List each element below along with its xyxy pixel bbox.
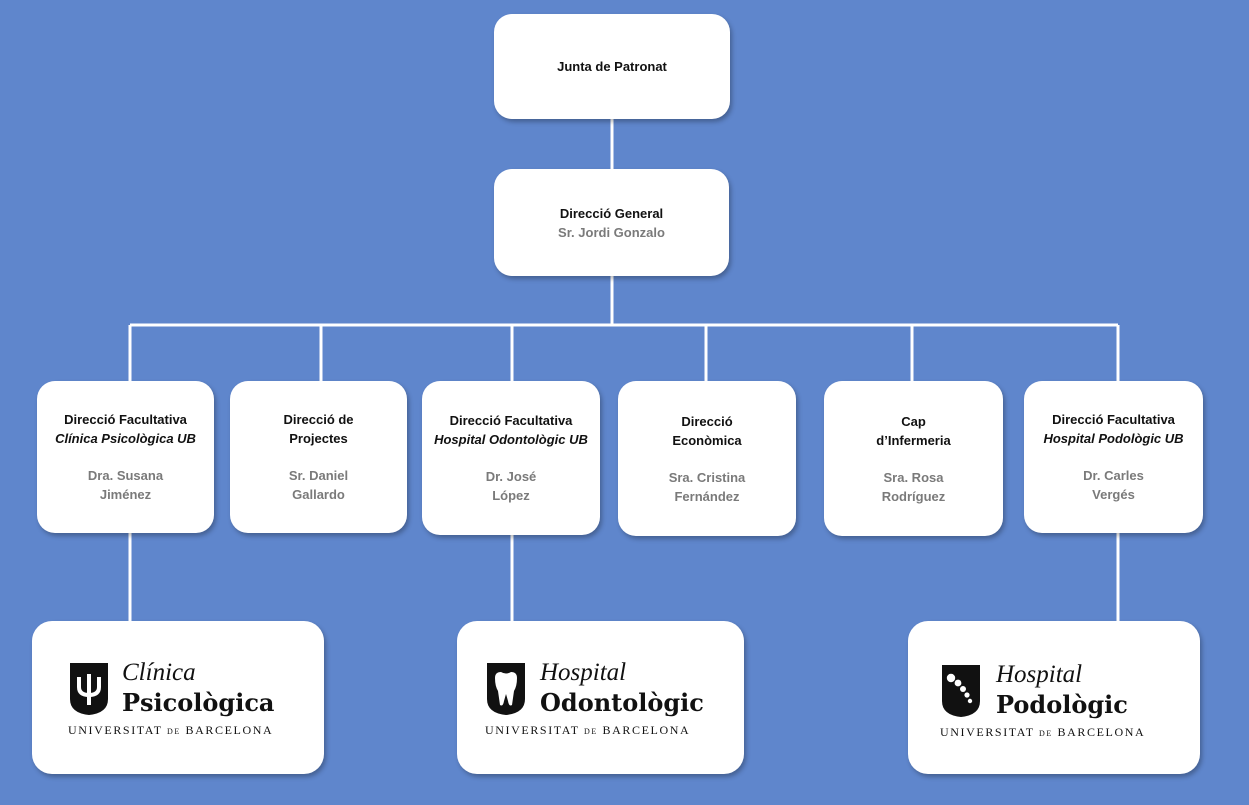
logo-line2: Odontològic [540,688,704,717]
psi-shield-icon [70,663,108,715]
general-director-name: Sr. Jordi Gonzalo [558,224,665,240]
unit-person-line2: Vergés [1092,487,1135,502]
unit-person-line1: Dr. José [485,469,537,484]
logo-line1: Hospital [996,661,1083,688]
logo-hospital-odontologic: Hospital Odontològic UNIVERSITAT DE BARC… [457,621,744,774]
general-direction-box: Direcció General Sr. Jordi Gonzalo [494,169,729,276]
unit-person-line1: Sra. Cristina [668,469,746,485]
unit-title-line1: Direcció Facultativa [449,413,573,428]
unit-title-line2: Hospital Podològic UB [1043,431,1184,446]
unit-title-line1: Direcció Facultativa [1052,412,1175,427]
unit-title-line1: Direcció [681,413,733,429]
logo-university: UNIVERSITAT DE BARCELONA [68,723,274,737]
logo-university: UNIVERSITAT DE BARCELONA [940,725,1146,739]
unit-title-line2: Projectes [289,431,348,446]
unit-person-line2: López [492,488,530,503]
foot-shield-icon [942,665,980,717]
unit-title-line2: Econòmica [672,432,742,448]
unit-box-infermeria: Cap d’Infermeria Sra. Rosa Rodríguez [824,381,1003,536]
unit-box-economica: Direcció Econòmica Sra. Cristina Fernánd… [618,381,796,536]
logo-line1: Hospital [540,659,627,686]
unit-title-line2: Clínica Psicològica UB [55,431,196,446]
unit-person-line2: Rodríguez [881,488,946,504]
general-direction-title: Direcció General [559,205,664,221]
unit-box-hospital-podologic: Direcció Facultativa Hospital Podològic … [1024,381,1203,533]
board-box: Junta de Patronat [494,14,730,119]
logo-line1: Clínica [122,659,196,686]
unit-title-line1: Direcció de [283,412,354,427]
unit-title-line1: Direcció Facultativa [64,412,187,427]
unit-person-line1: Sr. Daniel [288,468,349,483]
unit-person-line2: Fernández [674,488,740,504]
tooth-shield-icon [487,663,525,715]
unit-title-line2: Hospital Odontològic UB [434,432,588,447]
unit-title-line1: Cap [901,413,926,429]
logo-university: UNIVERSITAT DE BARCELONA [485,723,691,737]
logo-line2: Psicològica [122,688,275,717]
unit-person-line1: Dr. Carles [1083,468,1144,483]
logo-clinica-psicologica: Clínica Psicològica UNIVERSITAT DE BARCE… [32,621,324,774]
unit-box-projectes: Direcció de Projectes Sr. Daniel Gallard… [230,381,407,533]
unit-person-line2: Jiménez [99,487,152,502]
unit-title-line2: d’Infermeria [876,432,951,448]
unit-box-hospital-odontologic: Direcció Facultativa Hospital Odontològi… [422,381,600,535]
board-title: Junta de Patronat [557,59,667,74]
logo-hospital-podologic: Hospital Podològic UNIVERSITAT DE BARCEL… [908,621,1200,774]
unit-person-line1: Sra. Rosa [883,469,944,485]
logo-line2: Podològic [996,690,1128,719]
unit-box-clinica-psicologica: Direcció Facultativa Clínica Psicològica… [37,381,214,533]
unit-person-line2: Gallardo [292,487,345,502]
unit-person-line1: Dra. Susana [87,468,164,483]
